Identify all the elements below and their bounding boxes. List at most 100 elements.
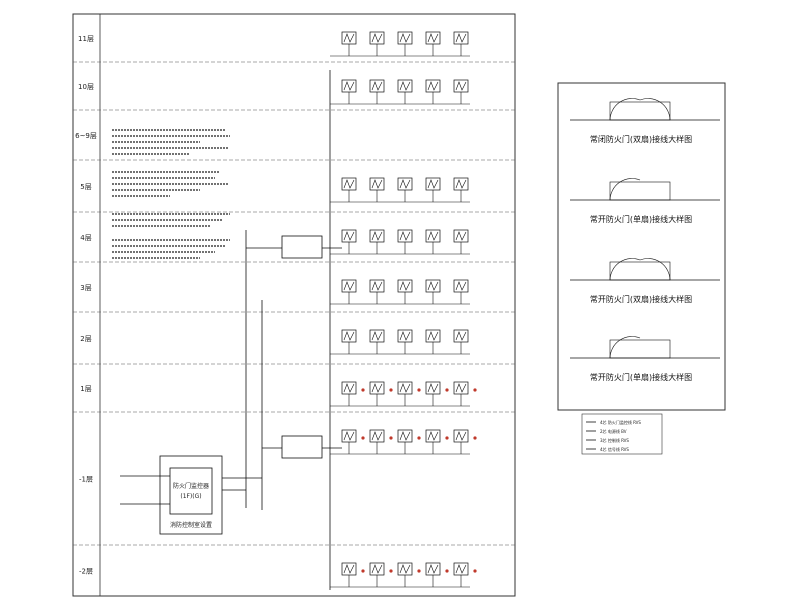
door-symbol-icon <box>455 564 467 574</box>
door-release-device-icon <box>417 569 421 573</box>
door-module-group-f10 <box>330 79 470 105</box>
door-opening <box>609 101 671 121</box>
legend-entry: 3芯 控制线 RVS <box>600 437 629 443</box>
door-opening <box>609 339 671 359</box>
fire-door-monitor-controller <box>169 467 213 515</box>
door-module-group-b2 <box>330 562 477 588</box>
floor-sub-panel-upper <box>281 235 323 259</box>
door-module-group-b1 <box>330 429 477 455</box>
detail-diagram-3: 常开防火门(双扇)接线大样图 <box>570 258 720 304</box>
door-symbol-icon <box>455 33 467 43</box>
detail-caption: 常闭防火门(双扇)接线大样图 <box>590 134 692 144</box>
door-monitor-module <box>369 31 385 45</box>
door-symbol-icon <box>427 564 439 574</box>
door-monitor-module <box>453 279 469 293</box>
door-symbol-icon <box>455 431 467 441</box>
door-symbol-icon <box>399 331 411 341</box>
door-monitor-module <box>369 429 385 443</box>
door-monitor-module <box>397 429 413 443</box>
detail-diagram-4: 常开防火门(单扇)接线大样图 <box>570 336 720 382</box>
legend-entry: 4芯 防火门监控线 RVS <box>600 419 641 425</box>
door-monitor-module <box>369 562 385 576</box>
detail-caption: 常开防火门(双扇)接线大样图 <box>590 294 692 304</box>
door-monitor-module <box>453 31 469 45</box>
door-monitor-module <box>397 329 413 343</box>
floor-label-b2: -2层 <box>79 568 93 576</box>
door-monitor-module <box>341 279 357 293</box>
door-release-device-icon <box>417 388 421 392</box>
door-symbol-icon <box>427 231 439 241</box>
door-release-device-icon <box>361 569 365 573</box>
door-release-device-icon <box>473 569 477 573</box>
door-release-device-icon <box>389 436 393 440</box>
door-opening <box>609 261 671 281</box>
door-symbol-icon <box>343 231 355 241</box>
door-monitor-module <box>425 31 441 45</box>
door-swing-arc <box>639 258 671 281</box>
door-monitor-module <box>341 79 357 93</box>
door-symbol-icon <box>427 383 439 393</box>
door-monitor-module <box>341 562 357 576</box>
legend-box <box>581 413 663 455</box>
door-module-group-f1 <box>330 381 477 407</box>
door-symbol-icon <box>343 564 355 574</box>
door-release-device-icon <box>361 436 365 440</box>
door-monitor-module <box>397 229 413 243</box>
door-swing-arc <box>609 336 641 359</box>
door-module-group-f5 <box>330 177 470 203</box>
door-monitor-module <box>341 229 357 243</box>
door-module-group-f4 <box>330 229 470 255</box>
detail-caption: 常开防火门(单扇)接线大样图 <box>590 372 692 382</box>
door-release-device-icon <box>445 436 449 440</box>
door-symbol-icon <box>427 431 439 441</box>
floor-label-f6_9: 6~9层 <box>75 132 97 140</box>
door-symbol-icon <box>371 564 383 574</box>
door-symbol-icon <box>343 281 355 291</box>
riser-diagram-frame <box>72 13 516 597</box>
floor-label-f5: 5层 <box>80 183 91 191</box>
door-monitor-module <box>369 381 385 395</box>
door-swing-arc <box>609 258 641 281</box>
detail-diagram-1: 常闭防火门(双扇)接线大样图 <box>570 98 720 144</box>
door-monitor-module <box>425 429 441 443</box>
detail-panel-frame <box>557 82 726 411</box>
door-monitor-module <box>397 279 413 293</box>
controller-title-line1: 防火门监控器 <box>173 482 209 490</box>
door-monitor-module <box>397 381 413 395</box>
door-monitor-module <box>341 329 357 343</box>
door-symbol-icon <box>343 179 355 189</box>
door-monitor-module <box>425 329 441 343</box>
door-symbol-icon <box>343 331 355 341</box>
door-symbol-icon <box>427 81 439 91</box>
door-opening <box>609 181 671 201</box>
door-monitor-module <box>397 562 413 576</box>
door-monitor-module <box>369 177 385 191</box>
door-symbol-icon <box>371 431 383 441</box>
door-symbol-icon <box>371 383 383 393</box>
floor-sub-panel-lower <box>281 435 323 459</box>
door-symbol-icon <box>343 431 355 441</box>
door-symbol-icon <box>399 81 411 91</box>
door-symbol-icon <box>455 331 467 341</box>
door-monitor-module <box>453 381 469 395</box>
floor-label-f2: 2层 <box>80 335 91 343</box>
door-symbol-icon <box>399 281 411 291</box>
door-monitor-module <box>453 329 469 343</box>
door-monitor-module <box>425 229 441 243</box>
door-symbol-icon <box>399 383 411 393</box>
floor-label-f3: 3层 <box>80 284 91 292</box>
door-monitor-module <box>369 229 385 243</box>
door-monitor-module <box>369 279 385 293</box>
door-symbol-icon <box>455 179 467 189</box>
door-symbol-icon <box>371 179 383 189</box>
door-symbol-icon <box>427 179 439 189</box>
control-room-caption: 消防控制室设置 <box>170 521 212 529</box>
door-symbol-icon <box>399 33 411 43</box>
control-room-enclosure <box>159 455 223 535</box>
door-monitor-module <box>397 79 413 93</box>
door-symbol-icon <box>455 81 467 91</box>
door-monitor-module <box>341 381 357 395</box>
door-symbol-icon <box>343 33 355 43</box>
door-monitor-module <box>425 177 441 191</box>
